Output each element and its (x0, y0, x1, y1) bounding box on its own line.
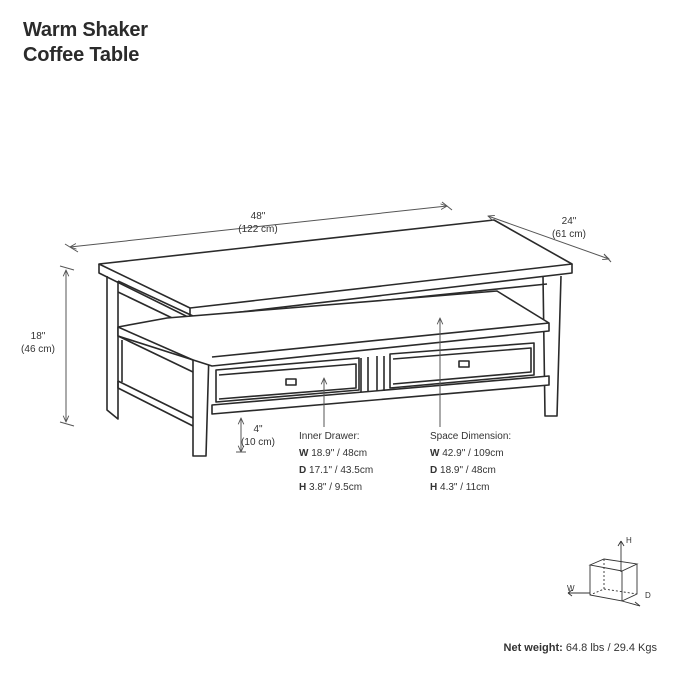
leg-back-left (106, 276, 119, 420)
inner-drawer-specs: Inner Drawer: W 18.9" / 48cm D 17.1" / 4… (299, 428, 373, 496)
space-dimension-row: W 42.9" / 109cm (430, 448, 504, 459)
drawer-left (215, 357, 360, 403)
space-dimension-row: D 18.9" / 48cm (430, 465, 496, 476)
back-apron (117, 280, 194, 317)
space-dimension-heading: Space Dimension: (430, 431, 512, 442)
dimension-lines (59, 201, 612, 452)
drawer-handle-right (458, 360, 470, 368)
drawer-divider (360, 356, 385, 392)
leg-back-right (542, 275, 562, 417)
height-label-in: 18" (31, 331, 46, 342)
tabletop-right-edge (189, 264, 573, 319)
inner-drawer-row: H 3.8" / 9.5cm (299, 482, 363, 493)
drawer-handle-left (285, 378, 297, 386)
inner-drawer-row: W 18.9" / 48cm (299, 448, 368, 459)
clearance-label-cm: (10 cm) (241, 437, 275, 448)
title-line-2: Coffee Table (23, 44, 140, 66)
leg-front-left (192, 317, 211, 457)
inner-drawer-row: D 17.1" / 43.5cm (299, 465, 374, 476)
tabletop-front-edge (98, 264, 191, 319)
table-outline (98, 219, 573, 457)
height-label-cm: (46 cm) (21, 344, 55, 355)
axis-label-w: W (567, 584, 575, 593)
title-line-1: Warm Shaker (23, 19, 148, 41)
depth-label-in: 24" (562, 216, 577, 227)
net-weight-label: Net weight: (503, 642, 563, 654)
width-label-in: 48" (251, 211, 266, 222)
left-side-panel (117, 335, 194, 419)
clearance-label-in: 4" (253, 424, 263, 435)
width-label-cm: (122 cm) (238, 224, 277, 235)
space-dimension-row: H 4.3" / 11cm (430, 482, 490, 493)
space-dimension-specs: Space Dimension: W 42.9" / 109cm D 18.9"… (430, 428, 511, 496)
net-weight: Net weight: 64.8 lbs / 29.4 Kgs (504, 642, 657, 654)
drawer-right (389, 342, 535, 389)
depth-label-cm: (61 cm) (552, 229, 586, 240)
net-weight-value: 64.8 lbs / 29.4 Kgs (565, 642, 657, 654)
inner-drawer-heading: Inner Drawer: (299, 431, 360, 442)
product-title: Warm Shaker Coffee Table (23, 18, 148, 68)
middle-shelf (117, 290, 550, 367)
bottom-rail (211, 375, 550, 415)
axis-label-d: D (645, 591, 651, 600)
axis-cube-icon (567, 540, 641, 607)
axis-label-h: H (626, 536, 632, 545)
